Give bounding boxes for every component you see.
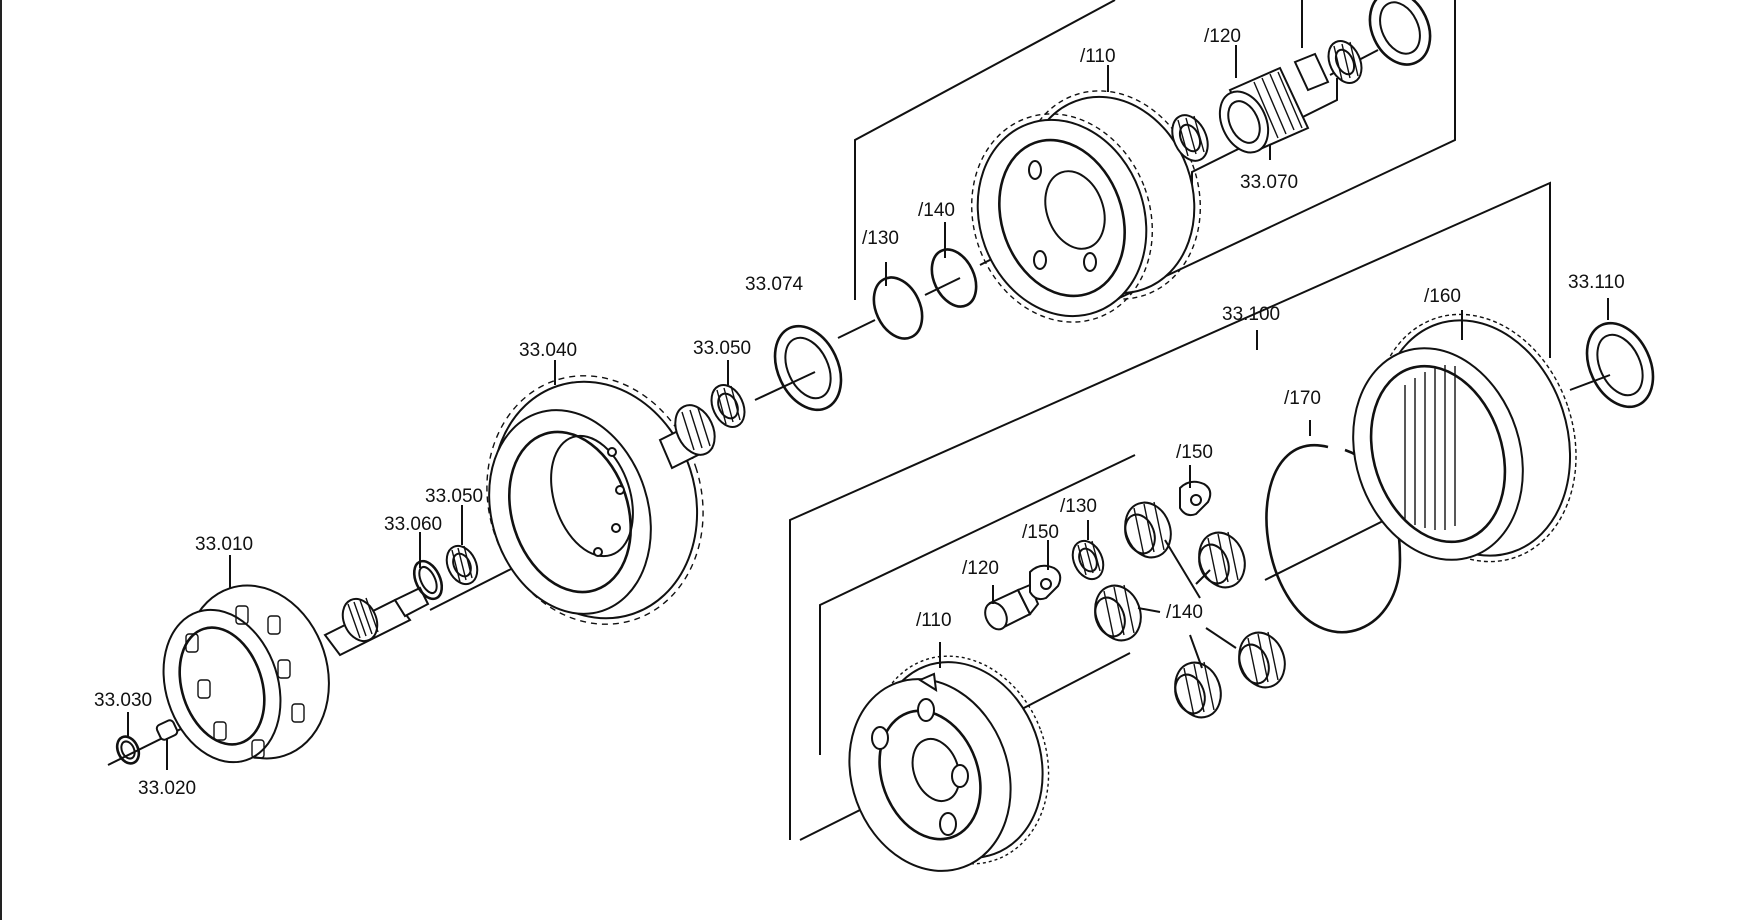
label-leaders [127,0,1609,770]
label-33-040: 33.040 [519,340,577,361]
part-150-lower-thrust-washer-right [1179,480,1212,517]
label-lower-150-left: /150 [1022,522,1059,543]
part-140-planet-gear-4 [1238,631,1286,689]
label-33-020: 33.020 [138,778,196,799]
part-33-010-clutch-drum [162,584,330,764]
part-160-internal-ring-gear [1352,313,1577,563]
part-33-050-needle-bearing-upper [710,384,746,428]
part-120-upper-sun-gear [1218,52,1330,154]
label-upper-130: /130 [862,228,899,249]
part-140-planet-gear-3 [1094,584,1142,642]
part-140-upper-ring [930,248,978,308]
label-lower-120: /120 [962,558,999,579]
input-shaft [323,586,430,657]
part-33-050-needle-bearing-lower [445,544,479,586]
part-150-lower-thrust-washer-left [1029,564,1062,601]
label-33-030: 33.030 [94,690,152,711]
left-frame-border [0,0,2,920]
label-33-100: 33.100 [1222,304,1280,325]
part-110-lower-planet-carrier [848,655,1050,872]
part-140-leader-lines [1137,539,1237,669]
label-upper-140: /140 [918,200,955,221]
part-33-040-ring-gear [486,375,716,625]
part-140-planet-gear-2 [1198,531,1246,589]
part-upper-needle-bearing-right [1327,40,1363,84]
part-130-lower-needle-bearing [1071,539,1105,581]
part-110-upper-planet-carrier [971,90,1201,323]
label-upper-110: /110 [1080,46,1116,67]
label-33-010: 33.010 [195,534,253,555]
part-upper-thrust-washer [1368,0,1432,66]
part-33-030-snap-ring [115,735,141,765]
part-140-planet-gear-1 [1124,501,1172,559]
part-130-upper-snap-ring [872,276,924,340]
label-33-050-lower: 33.050 [425,486,483,507]
label-33-110: 33.110 [1568,272,1625,293]
label-lower-170: /170 [1284,388,1321,409]
label-lower-110: /110 [916,610,952,631]
label-33-074: 33.074 [745,274,804,295]
part-130-upper-needle-bearing [1171,114,1209,162]
label-lower-150-right: /150 [1176,442,1213,463]
part-33-110-thrust-washer [1585,321,1655,409]
lower-assembly-bracket [789,181,1551,840]
part-140-planet-gear-5 [1174,661,1222,719]
upper-assembly-bracket [854,0,1456,301]
label-33-070: 33.070 [1240,172,1298,193]
label-lower-130: /130 [1060,496,1097,517]
part-120-lower-pin [984,583,1040,631]
part-33-074-thrust-washer [773,324,843,412]
label-lower-160: /160 [1424,286,1461,307]
label-33-050-upper: 33.050 [693,338,751,359]
part-33-020-bushing [155,719,179,741]
label-33-060: 33.060 [384,514,442,535]
label-lower-140: /140 [1166,602,1203,623]
label-upper-120: /120 [1204,26,1241,47]
